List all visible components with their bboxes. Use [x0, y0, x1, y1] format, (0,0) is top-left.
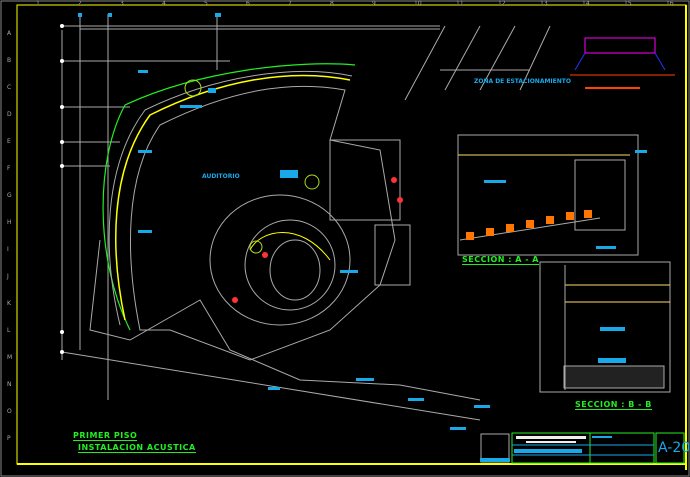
- row-label: M: [7, 354, 13, 361]
- row-label: G: [7, 192, 12, 199]
- row-label: B: [7, 57, 12, 64]
- row-label: E: [7, 138, 11, 145]
- column-label: 6: [246, 0, 250, 7]
- detail-elevation: [570, 37, 675, 89]
- title-block: [480, 432, 685, 464]
- column-label: 1: [36, 0, 40, 7]
- row-label: D: [7, 111, 12, 118]
- row-label: I: [7, 246, 9, 253]
- column-label: 12: [498, 0, 506, 7]
- row-label: F: [7, 165, 11, 172]
- column-label: 5: [204, 0, 208, 7]
- stair-core: [209, 194, 351, 326]
- column-label: 2: [78, 0, 82, 7]
- column-label: 7: [288, 0, 292, 7]
- column-label: 13: [540, 0, 548, 7]
- row-label: C: [7, 84, 12, 91]
- plan-subtitle: INSTALACION ACUSTICA: [78, 443, 196, 453]
- section-bb-title: SECCION : B - B: [575, 400, 652, 410]
- column-label: 15: [624, 0, 632, 7]
- row-label: J: [7, 273, 9, 280]
- acoustic-panel-outline: [102, 63, 356, 331]
- column-label: 8: [330, 0, 334, 7]
- annotation-tags: [78, 13, 647, 430]
- column-label: 9: [372, 0, 376, 7]
- grid-axes: [61, 14, 481, 421]
- section-aa-title: SECCION : A - A: [462, 255, 539, 265]
- room-label-auditorio: AUDITORIO: [202, 173, 240, 180]
- section-bb-drawing: [539, 261, 671, 393]
- sheet-number: A-20: [658, 440, 690, 456]
- section-aa-drawing: [457, 134, 639, 256]
- column-label: 14: [582, 0, 590, 7]
- row-label: O: [7, 408, 12, 415]
- row-label: L: [7, 327, 11, 334]
- row-label: N: [7, 381, 12, 388]
- parking-lines: [404, 25, 551, 101]
- row-label: A: [7, 30, 12, 37]
- column-label: 4: [162, 0, 166, 7]
- parking-zone-label: ZONA DE ESTACIONAMIENTO: [474, 78, 571, 85]
- plan-title: PRIMER PISO: [73, 431, 138, 441]
- row-label: K: [7, 300, 11, 307]
- column-label: 3: [120, 0, 124, 7]
- grid-bubbles: [60, 24, 64, 354]
- acoustic-wall: [115, 74, 351, 321]
- row-label: P: [7, 435, 11, 442]
- column-label: 11: [456, 0, 464, 7]
- column-label: 16: [666, 0, 674, 7]
- column-label: 10: [414, 0, 422, 7]
- row-label: H: [7, 219, 12, 226]
- sheet-border: [16, 4, 687, 465]
